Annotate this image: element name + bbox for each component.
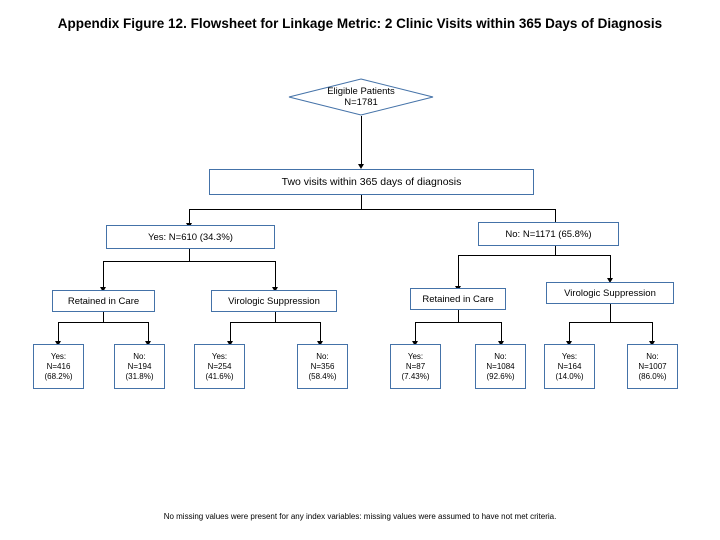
leaf-no-retained-yes: Yes: N=87 (7.43%) — [390, 344, 441, 389]
connector-yes-branch-split — [103, 261, 275, 262]
connector-arrow-leaf-8 — [648, 341, 655, 346]
connector-to-yes-viro — [275, 261, 276, 288]
connector-arrow-leaf-5 — [411, 341, 418, 346]
connector-no-branch-split — [458, 255, 610, 256]
connector-yes-retained-split — [58, 322, 148, 323]
connector-to-yes-branch — [189, 209, 190, 224]
connector-yes-viro-split — [230, 322, 320, 323]
node-eligible-patients-label: Eligible Patients N=1781 — [327, 86, 395, 108]
connector-arrow-leaf-1 — [54, 341, 61, 346]
leaf-no-viro-no: No: N=1007 (86.0%) — [627, 344, 678, 389]
node-yes-branch: Yes: N=610 (34.3%) — [106, 225, 275, 249]
connector-to-leaf-1 — [58, 322, 59, 342]
connector-arrow-no-viro — [606, 278, 613, 283]
connector-arrow-leaf-2 — [144, 341, 151, 346]
connector-no-viro-split — [569, 322, 652, 323]
connector-to-leaf-8 — [652, 322, 653, 342]
connector-arrow-leaf-4 — [316, 341, 323, 346]
node-no-retained-in-care: Retained in Care — [410, 288, 506, 310]
connector-arrow-yes-retained — [99, 287, 106, 292]
node-eligible-patients: Eligible Patients N=1781 — [288, 78, 434, 116]
connector-eligible-to-criterion — [361, 116, 362, 165]
connector-to-leaf-5 — [415, 322, 416, 342]
node-criterion: Two visits within 365 days of diagnosis — [209, 169, 534, 195]
diamond-shape-icon — [288, 78, 434, 116]
figure-footnote: No missing values were present for any i… — [163, 512, 557, 521]
connector-no-viro-stem — [610, 304, 611, 322]
connector-no-branch-stem — [555, 246, 556, 255]
connector-to-no-viro — [610, 255, 611, 279]
connector-no-retained-split — [415, 322, 501, 323]
connector-arrow-yes-viro — [271, 287, 278, 292]
connector-to-leaf-3 — [230, 322, 231, 342]
connector-to-yes-retained — [103, 261, 104, 288]
connector-yes-branch-stem — [189, 249, 190, 261]
connector-to-no-branch — [555, 209, 556, 224]
node-yes-virologic-suppression: Virologic Suppression — [211, 290, 337, 312]
leaf-no-viro-yes: Yes: N=164 (14.0%) — [544, 344, 595, 389]
connector-yes-viro-stem — [275, 312, 276, 322]
leaf-no-retained-no: No: N=1084 (92.6%) — [475, 344, 526, 389]
connector-criterion-stem — [361, 195, 362, 209]
connector-to-leaf-4 — [320, 322, 321, 342]
leaf-yes-viro-no: No: N=356 (58.4%) — [297, 344, 348, 389]
connector-yes-retained-stem — [103, 312, 104, 322]
connector-to-leaf-2 — [148, 322, 149, 342]
connector-criterion-split — [189, 209, 555, 210]
connector-arrow-leaf-6 — [497, 341, 504, 346]
connector-to-leaf-6 — [501, 322, 502, 342]
leaf-yes-retained-yes: Yes: N=416 (68.2%) — [33, 344, 84, 389]
figure-title: Appendix Figure 12. Flowsheet for Linkag… — [57, 16, 663, 31]
connector-arrow-leaf-7 — [565, 341, 572, 346]
connector-arrow-leaf-3 — [226, 341, 233, 346]
connector-to-no-retained — [458, 255, 459, 287]
connector-to-leaf-7 — [569, 322, 570, 342]
node-no-virologic-suppression: Virologic Suppression — [546, 282, 674, 304]
node-yes-retained-in-care: Retained in Care — [52, 290, 155, 312]
connector-no-retained-stem — [458, 310, 459, 322]
leaf-yes-retained-no: No: N=194 (31.8%) — [114, 344, 165, 389]
node-no-branch: No: N=1171 (65.8%) — [478, 222, 619, 246]
leaf-yes-viro-yes: Yes: N=254 (41.6%) — [194, 344, 245, 389]
connector-arrow-eligible-to-criterion — [357, 164, 364, 169]
